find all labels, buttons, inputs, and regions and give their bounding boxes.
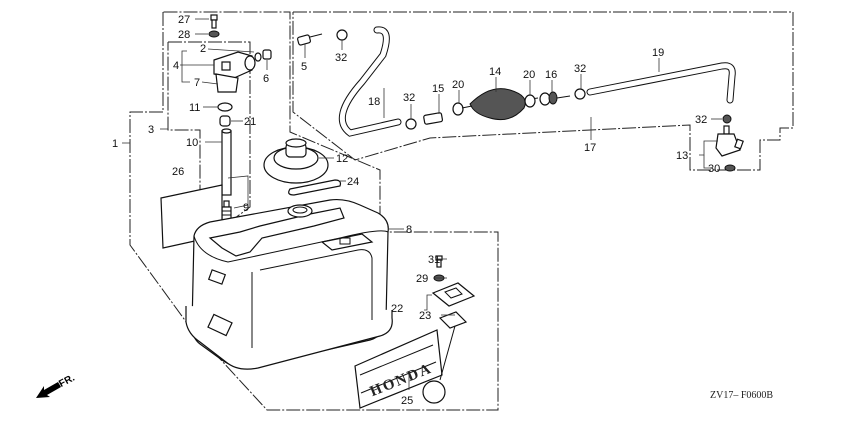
part-seal-2 — [254, 52, 262, 62]
part-o-ring-21 — [219, 115, 231, 127]
callout-28: 28 — [178, 29, 190, 41]
part-fuel-tube-18 — [338, 26, 402, 137]
callout-25: 25 — [401, 395, 413, 407]
part-joint-cap-6 — [262, 49, 272, 60]
front-direction-marker: FR. — [36, 373, 77, 398]
part-primer-bulb-14 — [461, 88, 539, 121]
part-tube-clip-32-d — [722, 114, 732, 124]
callout-26: 26 — [172, 166, 184, 178]
part-tube-clip-32-b — [405, 118, 417, 130]
callout-labels: 27 28 2 4 7 6 5 32 11 21 3 1 10 26 9 12 … — [112, 14, 720, 407]
part-tube-clip-32-a — [336, 29, 348, 41]
part-suction-pipe-10 — [221, 128, 232, 196]
part-fuel-tank-8 — [185, 198, 393, 370]
part-screw-27 — [210, 14, 218, 29]
callout-2: 2 — [200, 43, 206, 55]
callout-11: 11 — [189, 102, 200, 114]
part-bulb-joint-16 — [539, 91, 571, 106]
callout-32-a: 32 — [335, 52, 347, 64]
callout-14: 14 — [489, 66, 501, 78]
part-float-rod — [439, 325, 456, 381]
part-fuel-joint-4 — [213, 51, 256, 93]
callout-29: 29 — [416, 273, 428, 285]
figure-code: ZV17– F0600B — [710, 390, 773, 401]
callout-22: 22 — [391, 303, 403, 315]
part-float — [422, 380, 446, 404]
part-bulb-clip-20-b — [524, 94, 536, 108]
frame-tank-assembly-1 — [129, 11, 499, 411]
callout-6: 6 — [263, 73, 269, 85]
callout-21: 21 — [244, 116, 256, 128]
callout-10: 10 — [186, 137, 198, 149]
callout-31: 31 — [428, 254, 440, 266]
front-label: FR. — [57, 373, 77, 390]
callout-3: 3 — [148, 124, 154, 136]
callout-12: 12 — [336, 153, 348, 165]
callout-32-d: 32 — [695, 114, 707, 126]
callout-9: 9 — [243, 202, 249, 214]
callout-1: 1 — [112, 138, 118, 150]
callout-24: 24 — [347, 176, 359, 188]
part-tube-clip-32-c — [574, 88, 586, 100]
part-fuel-connector-5 — [297, 33, 323, 46]
part-fuel-tube-19 — [586, 62, 736, 104]
part-gasket-23 — [438, 311, 468, 329]
callout-20-b: 20 — [523, 69, 535, 81]
callout-15: 15 — [432, 83, 444, 95]
part-seal-11 — [217, 102, 233, 112]
part-honda-decal-25: HONDA — [354, 329, 443, 409]
callout-16: 16 — [545, 69, 557, 81]
callout-4: 4 — [173, 60, 179, 72]
callout-30: 30 — [708, 163, 720, 175]
callout-18: 18 — [368, 96, 380, 108]
callout-32-b: 32 — [403, 92, 415, 104]
leader-lines — [122, 18, 722, 390]
part-bulb-joint-15 — [423, 112, 444, 125]
callout-5: 5 — [301, 61, 307, 73]
callout-27: 27 — [178, 14, 190, 26]
callout-23: 23 — [419, 310, 431, 322]
callout-20-a: 20 — [452, 79, 464, 91]
part-bulb-clip-20-a — [452, 102, 464, 116]
arrow-front-icon — [36, 382, 61, 398]
part-screw-31 — [435, 255, 443, 268]
part-tank-cap-12 — [263, 138, 329, 184]
callout-7: 7 — [194, 77, 200, 89]
callout-19: 19 — [652, 47, 664, 59]
part-gauge-cover-22 — [431, 282, 476, 307]
part-washer-28 — [208, 30, 220, 38]
part-cap-strap-24 — [288, 179, 342, 196]
callout-13: 13 — [676, 150, 688, 162]
callout-8: 8 — [406, 224, 412, 236]
part-o-ring-30 — [724, 164, 736, 172]
frame-fuel-line-17 — [292, 11, 794, 171]
callout-32-c: 32 — [574, 63, 586, 75]
callout-17: 17 — [584, 142, 596, 154]
part-connector-13 — [715, 125, 744, 157]
